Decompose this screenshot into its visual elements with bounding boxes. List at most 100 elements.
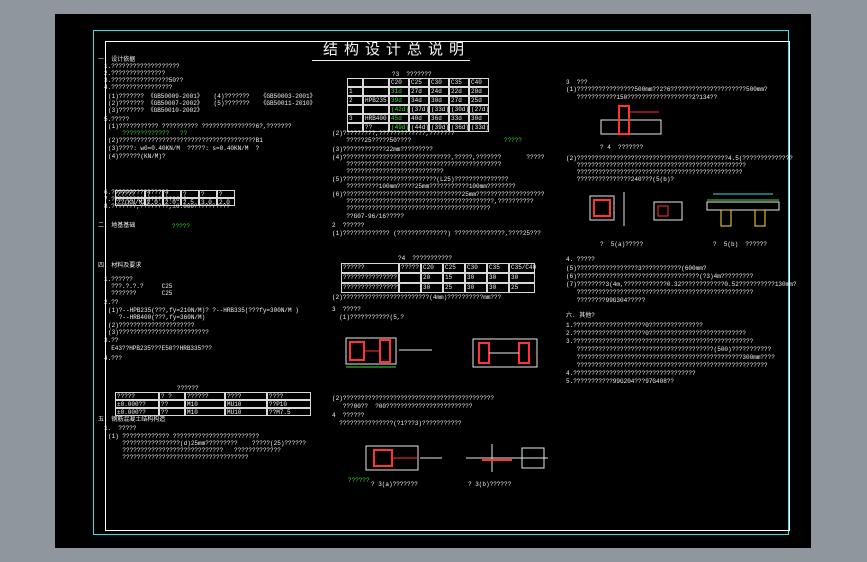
table-cell: 20 bbox=[421, 273, 443, 283]
inner-frame bbox=[105, 41, 790, 531]
table-cell: HRB400 bbox=[363, 114, 389, 123]
col2-line: ?????????100mm?????25mm???????????100mm?… bbox=[332, 183, 516, 190]
table-cell: 36d bbox=[429, 114, 449, 123]
table-cell bbox=[347, 123, 363, 132]
col1-line: (1)??????????? ?????????? ??????????????… bbox=[108, 123, 292, 130]
table-cell: ±0.000?? bbox=[115, 408, 159, 416]
col1-line: 2.??????????????? bbox=[104, 70, 166, 77]
table-cell: 45d bbox=[389, 114, 409, 123]
col1-line: 4.????????????????? bbox=[104, 84, 173, 91]
captions-item: ? 3(b)?????? bbox=[468, 481, 512, 488]
col1-line: (2)????????????????????? bbox=[108, 322, 195, 329]
col2-line: ??G07-96/16????? bbox=[332, 213, 405, 220]
col2-line: ???00?? ?00???????????????????????? bbox=[332, 403, 473, 410]
table-cell: (33d) bbox=[469, 123, 490, 132]
col1-line: 2.?? bbox=[104, 299, 119, 306]
col1-line: ????????????????(d)25mm????????? ?????(2… bbox=[108, 440, 307, 447]
table-cell: ??????????????? bbox=[341, 273, 399, 283]
table-cell: 3.0 bbox=[199, 198, 217, 206]
table-cell: 2.5 bbox=[181, 198, 199, 206]
col3-line: ??????????????????????????????????????(5… bbox=[566, 346, 772, 353]
col2-line: (6)?????????????????????????????????25mm… bbox=[332, 191, 545, 198]
col3-line: 4.?????????????????????????????????? bbox=[566, 370, 696, 377]
table-cell: 20d bbox=[469, 87, 489, 96]
cover-table-caption: ?4 ??????????? bbox=[398, 255, 453, 262]
table-cell: 39d bbox=[389, 96, 409, 105]
table-cell: C20 bbox=[389, 78, 409, 87]
table-cell: 31d bbox=[389, 87, 409, 96]
table-cell: HPB235 bbox=[363, 96, 389, 105]
captions-item: ? 4 ??????? bbox=[600, 144, 644, 151]
col2-line: ?????25?????50???? bbox=[332, 137, 412, 144]
table-cell: ??M7.5 bbox=[267, 408, 311, 416]
col3-line: (1)????????????????500mm??2?6???????????… bbox=[566, 86, 768, 93]
col2-line: (1)????????????? (??????????????) ??????… bbox=[332, 230, 541, 237]
material-table-caption: ?????? bbox=[177, 385, 199, 392]
col1-line: (1)??????? 《GB50009-2001》 (4)??????? 《GB… bbox=[108, 93, 316, 100]
col2-line: (1)???????????(5,? bbox=[332, 314, 405, 321]
table-cell: (36d) bbox=[449, 123, 470, 132]
col2-line: ??????????????????????????? bbox=[332, 168, 444, 175]
col1-line: ??????? C25 bbox=[104, 290, 173, 297]
col3-line: ????????????????????????????????????????… bbox=[566, 289, 754, 296]
col1-line: 一. 设计依据 bbox=[98, 56, 136, 63]
table-cell: 30 bbox=[465, 273, 487, 283]
col3-line: (7)????????3(4m,????????????0.32????????… bbox=[566, 281, 797, 288]
col3-line: ????????????????????????????????????????… bbox=[566, 354, 775, 361]
col2-line: (5)??????????????????????????(L25)??????… bbox=[332, 176, 509, 183]
outer-frame bbox=[93, 30, 789, 535]
table-cell: 30d bbox=[469, 114, 489, 123]
col1-line: 二. 地基基础 bbox=[98, 222, 136, 229]
col3-line: 3.??????????????????????????????????????… bbox=[566, 338, 754, 345]
table-cell: MU10 bbox=[225, 408, 267, 416]
captions-item: ? 5(b) ?????? bbox=[713, 241, 768, 248]
table-cell: ????? bbox=[115, 392, 159, 400]
col1-line: (3)????????????????????????? bbox=[108, 329, 209, 336]
col1-line: 四. 材料及要求 bbox=[98, 262, 142, 269]
table-cell bbox=[399, 283, 421, 293]
table-cell: 30d bbox=[429, 96, 449, 105]
table-cell: 1 bbox=[347, 87, 363, 96]
col1-line: ???.?.?.? C25 bbox=[104, 283, 173, 290]
table-cell: ? bbox=[145, 190, 163, 198]
col3-line: 5.???????????99G204???97G408?? bbox=[566, 378, 675, 385]
col1-line: 1.??????????????????? bbox=[104, 63, 180, 70]
table-cell: ?????? bbox=[341, 263, 399, 273]
table-cell: 33d bbox=[449, 114, 469, 123]
table-cell: 22d bbox=[449, 87, 469, 96]
col3-line: 3 ??? bbox=[566, 79, 588, 86]
table-cell: 2.0 bbox=[163, 198, 181, 206]
table-cell: ? ? bbox=[159, 392, 185, 400]
col3-line: ????????99G304????? bbox=[566, 297, 646, 304]
col1-line: 8.???????,????????,±0.000?????????? bbox=[104, 203, 231, 210]
table-cell: 2.0 bbox=[145, 198, 163, 206]
table-cell: ±0.000?? bbox=[115, 400, 159, 408]
col1-line: 5.????? bbox=[104, 116, 130, 123]
col1-line: 4.??? bbox=[104, 355, 123, 362]
table-cell: ?? bbox=[159, 408, 185, 416]
col1-line: (3)??????? 《GB50010-2002》 bbox=[108, 107, 203, 114]
col3-line: ????????????????????????????????????????… bbox=[566, 169, 743, 176]
col1-line: 3.????????????????50?? bbox=[104, 77, 184, 84]
table-cell: ? bbox=[199, 190, 217, 198]
col2-line: (2)????????????????????????(4mm)????????… bbox=[332, 294, 502, 301]
table-cell: ????? bbox=[399, 263, 421, 273]
col3-line: 六. 其他? bbox=[566, 312, 595, 319]
col1-line: 五. 钢筋混凝土结构构造 bbox=[98, 416, 166, 423]
drawing-canvas[interactable] bbox=[55, 14, 811, 548]
table-cell: ?????? bbox=[185, 392, 225, 400]
green_labels-item: ????? bbox=[504, 137, 523, 144]
table-cell: (42d) bbox=[389, 105, 410, 114]
table-cell: ? bbox=[163, 190, 181, 198]
table-cell: ??(KN/M2) bbox=[115, 198, 150, 206]
captions-item: ? 3(a)??????? bbox=[371, 481, 418, 488]
table-cell: 25 bbox=[443, 283, 465, 293]
col2-line: ???????????????(?1???3)??????????? bbox=[332, 420, 462, 427]
table-cell: 3 bbox=[347, 114, 363, 123]
table-cell: (33d) bbox=[429, 105, 450, 114]
table-cell: (30d) bbox=[449, 105, 470, 114]
table-cell: C35 bbox=[449, 78, 469, 87]
table-cell: 30 bbox=[421, 283, 443, 293]
table-cell: 24d bbox=[429, 87, 449, 96]
col3-line: 4. ????? bbox=[566, 256, 595, 263]
